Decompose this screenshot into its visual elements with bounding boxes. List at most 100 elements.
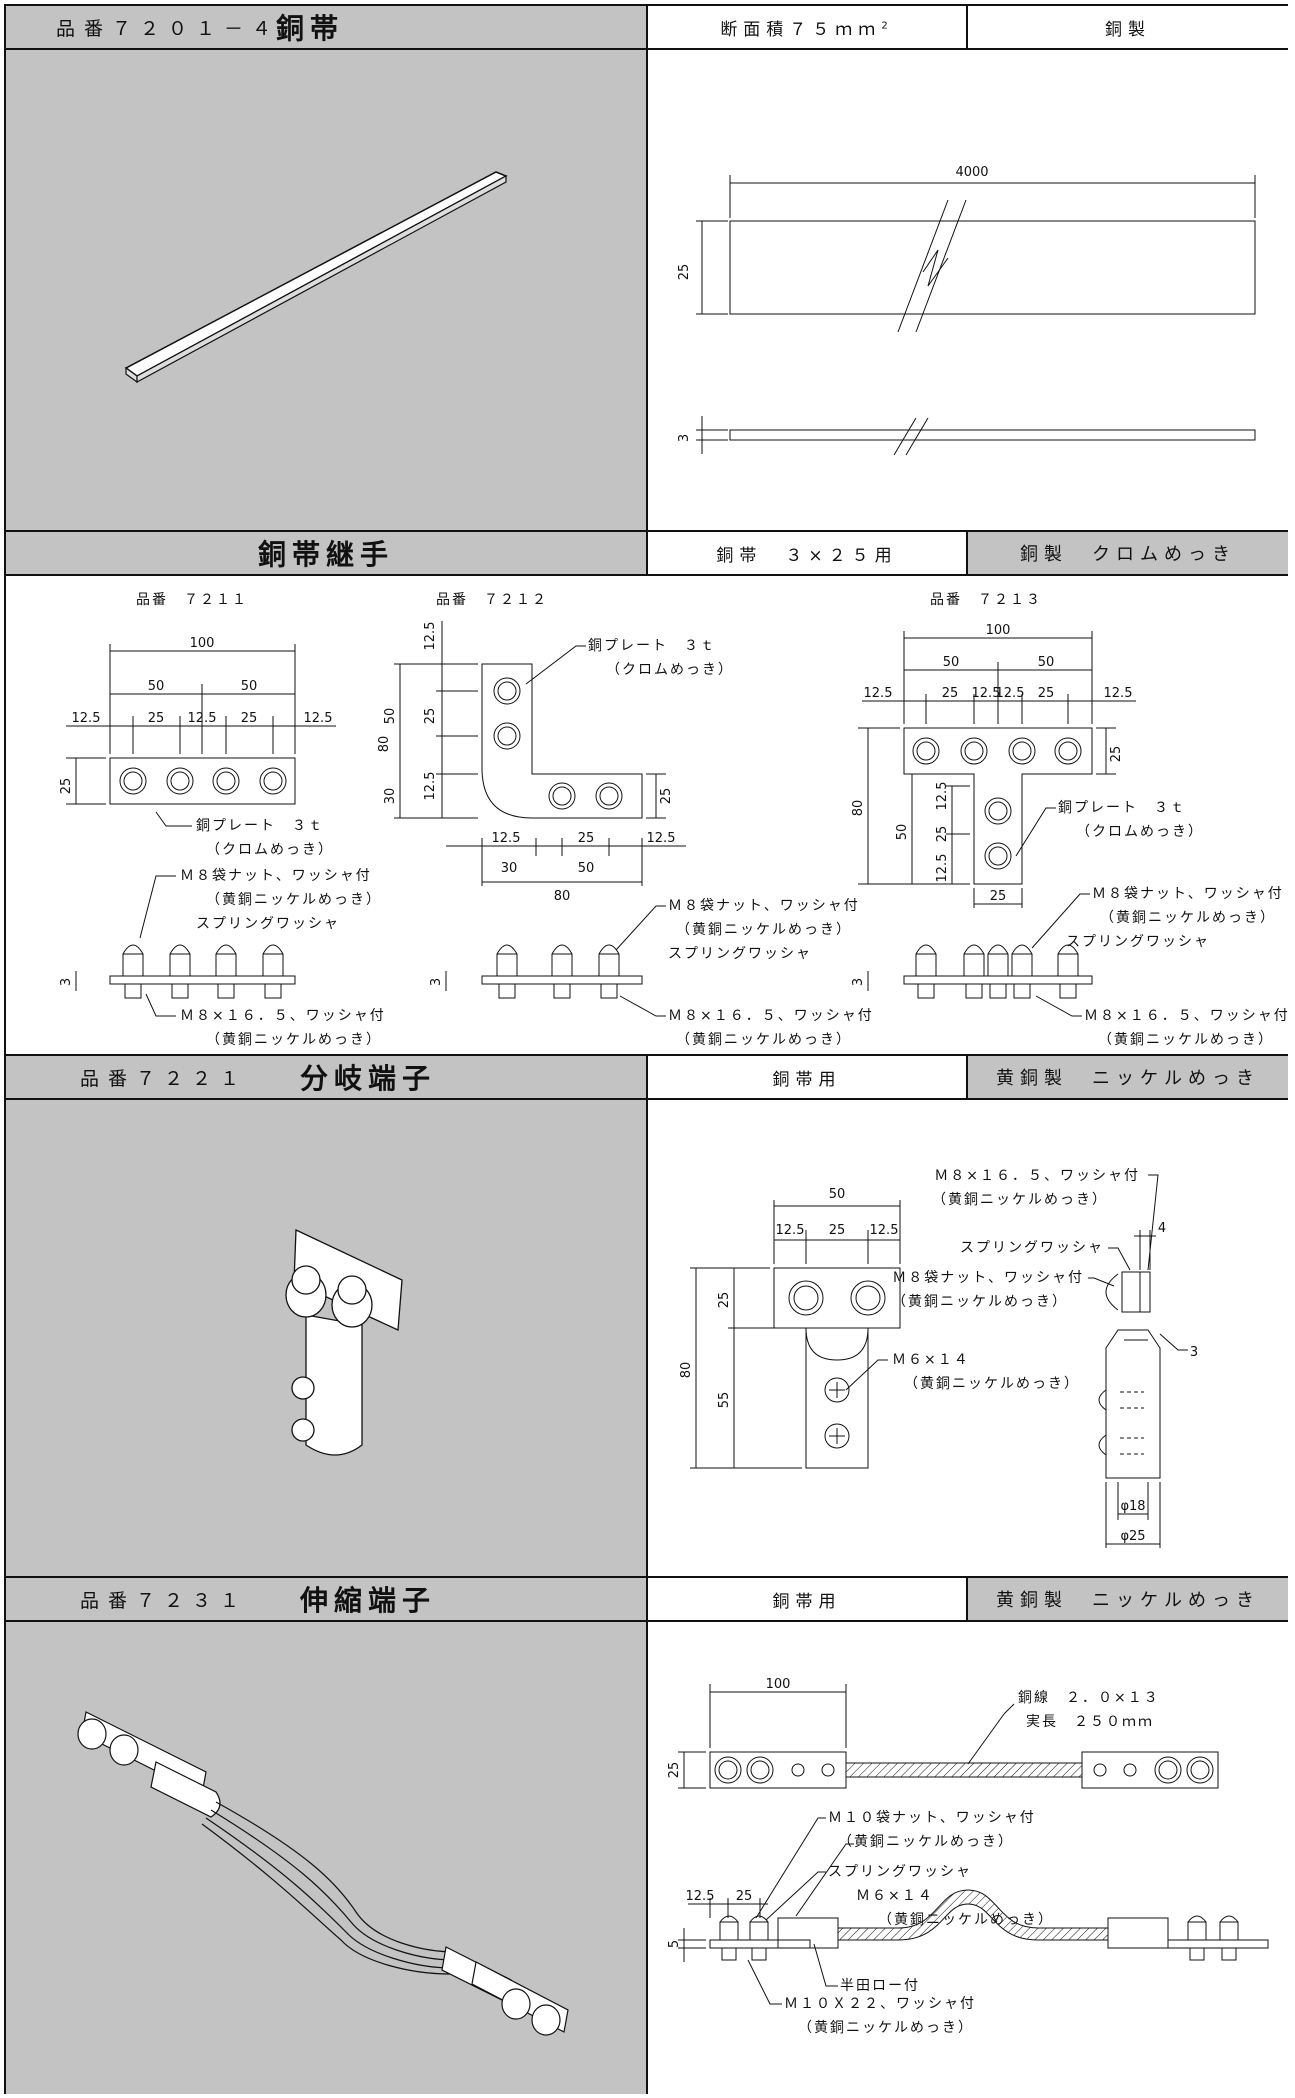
dim-length: 4000 — [955, 165, 988, 180]
copper-strip-dimension-drawing: 4000 25 3 — [677, 165, 1256, 456]
dim-50: 50 — [895, 824, 910, 841]
item-7213-drawing — [858, 631, 1136, 1017]
header-material-cell: 銅製 — [968, 6, 1288, 48]
item-7211-drawing — [66, 644, 336, 1017]
label-screw: Ｍ６×１４ — [856, 1888, 934, 1904]
dim-3: 3 — [429, 978, 444, 986]
label-nut: Ｍ８袋ナット、ワッシャ付 — [180, 868, 372, 884]
dim-12-5: 12.5 — [864, 686, 893, 701]
dim-12-5: 12.5 — [492, 831, 521, 846]
dim-12-5: 12.5 — [686, 1889, 715, 1904]
label-plate: 銅プレート ３ｔ — [588, 638, 716, 654]
dim-25: 25 — [1038, 686, 1055, 701]
label-spring: スプリングワッシャ — [196, 916, 340, 932]
dim-12-5: 12.5 — [423, 772, 438, 801]
label-brass: （黄銅ニッケルめっき） — [838, 1833, 1014, 1850]
dim-12-5: 12.5 — [935, 782, 950, 811]
label-spring: スプリングワッシャ — [960, 1240, 1104, 1256]
section-header-copper-strip: 品番７２０１－４ 銅帯 断面積７５ｍｍ2 銅製 — [6, 6, 1288, 50]
dim-100: 100 — [766, 1677, 791, 1692]
dim-50: 50 — [1038, 655, 1055, 670]
label-brass: （黄銅ニッケルめっき） — [206, 891, 382, 908]
part-number: 品番７２２１ — [80, 1067, 249, 1090]
label-chrome: （クロムめっき） — [606, 662, 734, 678]
dim-25: 25 — [148, 711, 165, 726]
label-brass: （黄銅ニッケルめっき） — [798, 2019, 974, 2036]
label-brass: （黄銅ニッケルめっき） — [878, 1911, 1054, 1928]
dim-50: 50 — [241, 679, 258, 694]
label-spring: スプリングワッシャ — [828, 1864, 972, 1880]
material-text: 黄銅製 ニッケルめっき — [996, 1590, 1260, 1611]
label-bolt: Ｍ８×１６．５、ワッシャ付 — [668, 1008, 874, 1024]
dim-25: 25 — [1109, 746, 1124, 763]
dim-3: 3 — [59, 978, 74, 986]
dim-100: 100 — [190, 636, 215, 651]
joint-drawings: 品番 ７２１１ 品番 ７２１２ 品番 ７２１３ — [59, 592, 1288, 1048]
header-spec-cell: 銅帯用 — [648, 1056, 968, 1098]
section-title: 銅帯 — [276, 12, 345, 45]
item-7212-drawing — [394, 621, 686, 1017]
dim-25: 25 — [736, 1889, 753, 1904]
label-plate: 銅プレート ３ｔ — [196, 818, 324, 834]
section-title: 伸縮端子 — [300, 1584, 437, 1617]
section-header-expansion-terminal: 品番７２３１ 伸縮端子 銅帯用 黄銅製 ニッケルめっき — [6, 1578, 1288, 1622]
dim-25: 25 — [667, 1762, 682, 1779]
label-bolt: Ｍ８×１６．５、ワッシャ付 — [180, 1008, 386, 1024]
label-wire: 銅線 ２．０×１３ — [1018, 1690, 1160, 1706]
dim-50: 50 — [829, 1187, 846, 1202]
section-body-joint: 品番 ７２１１ 品番 ７２１２ 品番 ７２１３ — [6, 576, 1288, 1056]
label-spring: スプリングワッシャ — [1066, 934, 1210, 950]
material-text: 銅製 — [1105, 19, 1151, 40]
expansion-terminal-dimension-drawing: 100 25 12.5 25 5 銅線 ２．０×１３ 実長 ２５０ｍｍ Ｍ１０袋… — [667, 1677, 1269, 2036]
dim-3: 3 — [1190, 1345, 1198, 1360]
dim-4: 4 — [1158, 1221, 1166, 1236]
dim-25: 25 — [241, 711, 258, 726]
spec-text: 銅帯用 — [772, 1069, 842, 1090]
label-nut: Ｍ８袋ナット、ワッシャ付 — [668, 898, 860, 914]
label-bolt: Ｍ８×１６．５、ワッシャ付 — [934, 1168, 1140, 1184]
dim-phi25: φ25 — [1120, 1529, 1145, 1544]
dim-12-5: 12.5 — [972, 686, 1001, 701]
spec-text: 銅帯用 — [772, 1591, 842, 1612]
dim-thick: 3 — [677, 434, 692, 442]
label-nut: Ｍ８袋ナット、ワッシャ付 — [1092, 886, 1284, 902]
dim-50: 50 — [578, 861, 595, 876]
dim-30: 30 — [501, 861, 518, 876]
dimension-panel: 4000 25 3 — [648, 50, 1288, 530]
label-solder: 半田ロー付 — [840, 1978, 920, 1994]
dim-25: 25 — [935, 826, 950, 843]
dim-width: 25 — [677, 264, 692, 281]
header-spec-cell: 銅帯用 — [648, 1578, 968, 1620]
dim-30: 30 — [383, 788, 398, 805]
section-title: 分岐端子 — [300, 1062, 437, 1095]
dim-25: 25 — [990, 889, 1007, 904]
label-spring: スプリングワッシャ — [668, 946, 812, 962]
expansion-terminal-iso-drawing — [77, 1711, 569, 2036]
header-material-cell: 黄銅製 ニッケルめっき — [968, 1578, 1288, 1620]
item-7213-part-number: 品番 ７２１３ — [930, 592, 1042, 608]
material-text: 銅製 クロムめっき — [1020, 544, 1236, 565]
iso-view-panel — [6, 50, 648, 530]
nut-stack — [122, 944, 284, 999]
material-text: 黄銅製 ニッケルめっき — [996, 1068, 1260, 1089]
dim-12-5: 12.5 — [304, 711, 333, 726]
dim-100: 100 — [986, 623, 1011, 638]
label-nut: Ｍ８袋ナット、ワッシャ付 — [892, 1270, 1084, 1286]
label-chrome: （クロムめっき） — [206, 842, 334, 858]
section-body-expansion-terminal: 100 25 12.5 25 5 銅線 ２．０×１３ 実長 ２５０ｍｍ Ｍ１０袋… — [6, 1622, 1288, 2094]
dim-12-5: 12.5 — [776, 1223, 805, 1238]
spec-text: 断面積７５ｍｍ2 — [720, 19, 894, 40]
dim-25: 25 — [717, 1292, 732, 1309]
item-7212-part-number: 品番 ７２１２ — [436, 592, 548, 608]
section-body-copper-strip: 4000 25 3 — [6, 50, 1288, 532]
header-material-cell: 黄銅製 ニッケルめっき — [968, 1056, 1288, 1098]
dim-55: 55 — [717, 1392, 732, 1409]
spec-text: 銅帯 ３×２５用 — [716, 545, 898, 566]
label-length: 実長 ２５０ｍｍ — [1026, 1714, 1154, 1730]
label-nut: Ｍ１０袋ナット、ワッシャ付 — [828, 1810, 1036, 1826]
label-brass: （黄銅ニッケルめっき） — [676, 1031, 852, 1048]
section-header-joint: 銅帯継手 銅帯 ３×２５用 銅製 クロムめっき — [6, 532, 1288, 576]
header-title-cell: 品番７２２１ 分岐端子 — [6, 1056, 648, 1098]
label-brass: （黄銅ニッケルめっき） — [676, 921, 852, 938]
iso-view-panel — [6, 1100, 648, 1576]
